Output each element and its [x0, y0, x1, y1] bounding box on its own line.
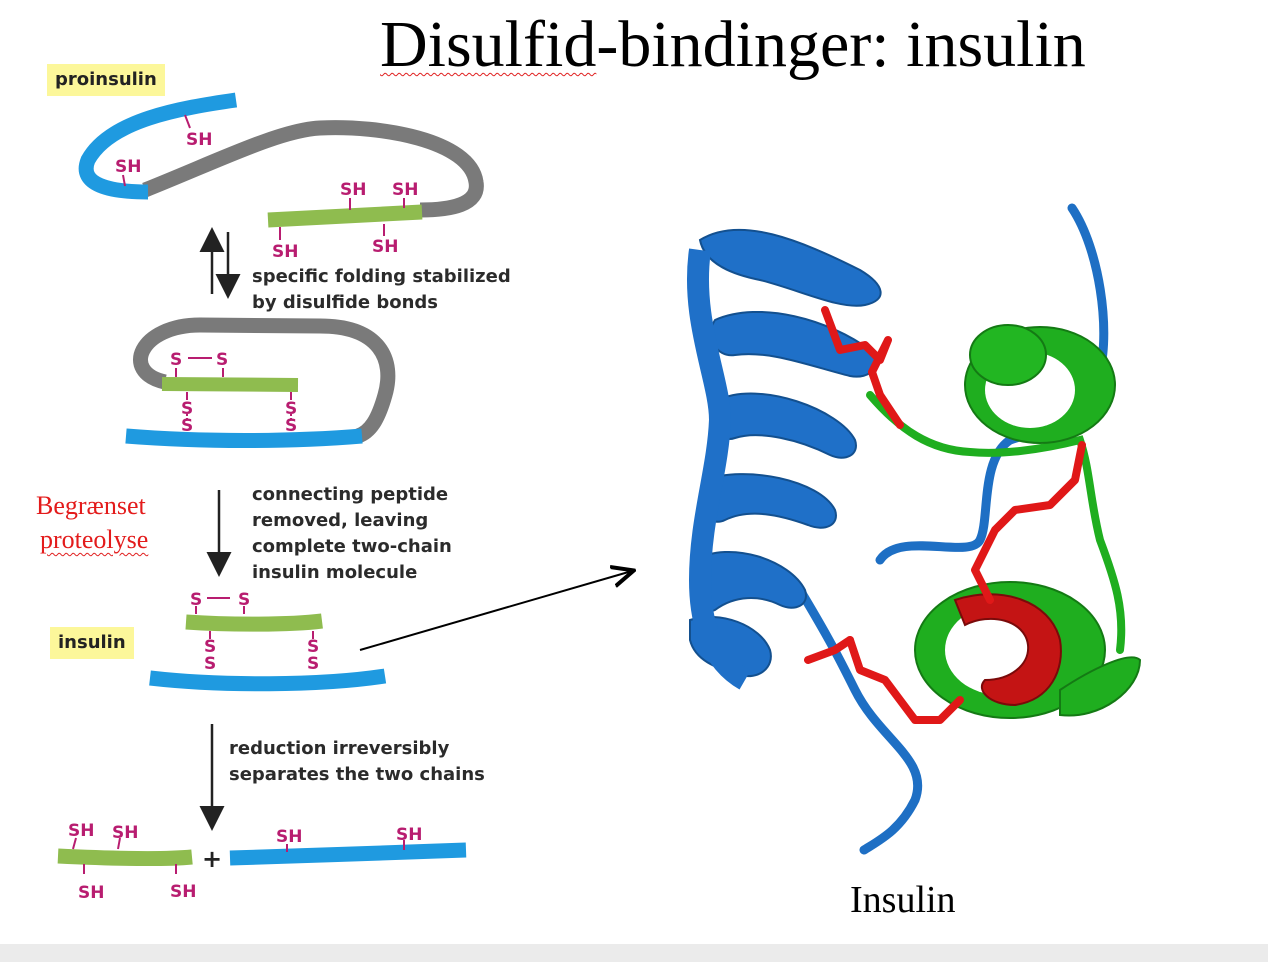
s-label: S [204, 637, 216, 657]
s-label: S [238, 590, 250, 610]
sh-label: SH [396, 825, 422, 845]
insulin-label: insulin [50, 627, 134, 659]
pointer-arrow-icon [359, 571, 632, 651]
sh-label: SH [276, 827, 302, 847]
page-title: Disulfid-bindinger: insulin [380, 0, 1086, 90]
step2-cleavage-note: connecting peptide removed, leaving comp… [252, 484, 452, 583]
footer-bar [0, 944, 1268, 962]
sh-label: SH [170, 882, 196, 902]
proteolysis-label-line2: proteolyse [40, 525, 149, 554]
step3-reduction-note: reduction irreversibly separates the two… [229, 738, 485, 785]
a-chain [161, 377, 299, 392]
s-label: S [285, 399, 297, 419]
title-rest: -bindinger: insulin [596, 8, 1086, 81]
proteolysis-label-line2-wrap: proteolyse [40, 524, 148, 556]
b-chain-tail [795, 585, 923, 855]
s-label: S [170, 350, 182, 370]
sh-label: SH [68, 821, 94, 841]
s-label: S [216, 350, 228, 370]
a-chain [185, 613, 323, 632]
a-chain-upper-helix [964, 324, 1116, 444]
folded-proinsulin-drawing: S S S S S S [125, 317, 396, 448]
b-chain [125, 428, 363, 448]
sh-label: SH [392, 180, 418, 200]
b-chain [149, 668, 387, 692]
b-chain [78, 92, 238, 200]
b-chain-helix [686, 228, 882, 690]
b-chain [229, 842, 467, 866]
disulfide-bonds [804, 306, 1086, 724]
s-label: S [181, 416, 193, 436]
structure-caption: Insulin [850, 879, 956, 921]
sh-label: SH [112, 823, 138, 843]
proteolysis-label-line1: Begrænset [36, 491, 146, 520]
s-label: S [307, 654, 319, 674]
sh-label: SH [340, 180, 366, 200]
sh-label: SH [272, 242, 298, 262]
plus-sign: + [202, 845, 222, 873]
sh-label: SH [372, 237, 398, 257]
insulin-3d-structure [686, 203, 1142, 855]
proinsulin-label: proinsulin [47, 64, 165, 96]
a-chain [267, 204, 423, 228]
insulin-drawing: S S S S S S [149, 590, 387, 692]
sh-label: SH [186, 130, 212, 150]
separated-chains-drawing: SH SH SH SH SH SH + [57, 821, 467, 903]
sh-label: SH [115, 157, 141, 177]
c-peptide-chain [142, 120, 484, 218]
equilibrium-arrows-icon [199, 227, 241, 299]
title-misspelled-word: Disulfid [380, 8, 597, 81]
a-chain-lower-helix [914, 581, 1142, 719]
a-chain [57, 848, 193, 867]
s-label: S [307, 637, 319, 657]
s-label: S [285, 416, 297, 436]
s-label: S [181, 399, 193, 419]
c-peptide-chain [133, 317, 396, 444]
proinsulin-drawing: SH SH SH SH SH SH [78, 92, 484, 262]
step1-folding-note: specific folding stabilized by disulfide… [252, 266, 511, 313]
s-label: S [204, 654, 216, 674]
a-chain-coil [866, 391, 1126, 654]
sh-label: SH [78, 883, 104, 903]
s-label: S [190, 590, 202, 610]
